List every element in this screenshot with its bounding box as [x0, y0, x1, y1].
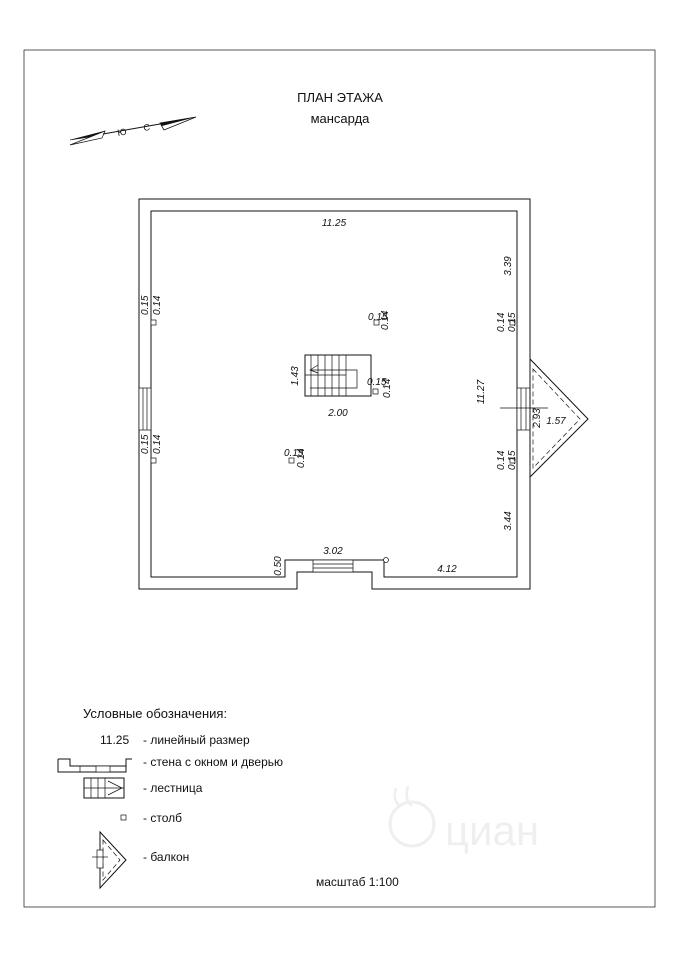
- column-right-upper: [509, 319, 516, 326]
- legend-column-symbol: [120, 814, 127, 821]
- col-label-h: 0.14: [382, 378, 393, 398]
- compass-south-letter: Ю: [117, 127, 128, 138]
- col-label-h: 0.14: [496, 312, 507, 332]
- dim-stair-height: 1.43: [290, 366, 301, 386]
- watermark: циан: [388, 785, 539, 854]
- watermark-text: циан: [445, 807, 539, 854]
- balcony-door: [516, 387, 531, 431]
- staircase: [304, 354, 372, 397]
- scale-label: масштаб 1:100: [316, 875, 399, 889]
- col-label-w: 0.15: [140, 295, 151, 315]
- compass-north-letter: С: [143, 122, 152, 133]
- column-left-lower: [150, 457, 157, 464]
- legend-heading: Условные обозначения:: [83, 706, 227, 721]
- dim-balcony-width: 2.93: [532, 408, 543, 429]
- column-labels: 0.15 0.14 0.15 0.14 0.14 0.15 0.15 0.14 …: [140, 295, 518, 470]
- building-walls: [138, 198, 531, 590]
- dim-balcony-depth: 1.57: [546, 416, 566, 427]
- columns: [150, 319, 516, 563]
- col-label-h: 0.14: [152, 434, 163, 454]
- legend-item-column: - столб: [143, 811, 182, 825]
- column-right-lower: [509, 457, 516, 464]
- dim-entrance-width: 3.02: [323, 546, 343, 557]
- col-label-h: 0.14: [296, 448, 307, 468]
- legend-item-wall: - стена с окном и дверью: [143, 755, 283, 769]
- dim-entrance-offset: 0.50: [273, 556, 284, 576]
- legend-item-stair: - лестница: [143, 781, 203, 795]
- column-center-upper: [373, 319, 380, 326]
- compass-arrow-icon: Ю С: [69, 116, 197, 146]
- plan-title: ПЛАН ЭТАЖА: [297, 90, 383, 105]
- legend: Условные обозначения: 11.25 - линейный р…: [57, 706, 283, 890]
- col-label-w: 0.15: [140, 434, 151, 454]
- col-label-w: 0.15: [507, 450, 518, 470]
- column-center-lower: [288, 457, 295, 464]
- col-label-w: 0.15: [367, 377, 387, 388]
- legend-balcony-symbol: [92, 830, 127, 890]
- sheet-border: [23, 49, 656, 908]
- entrance-door: [312, 559, 354, 573]
- dim-bottom-right: 4.12: [437, 564, 457, 575]
- column-entrance: [383, 557, 389, 563]
- col-label-h: 0.14: [380, 310, 391, 330]
- dim-center-vertical: 11.27: [476, 379, 487, 404]
- column-left-upper: [150, 319, 157, 326]
- col-label-w: 0.15: [368, 312, 388, 323]
- column-stair: [372, 388, 379, 395]
- col-label-h: 0.14: [496, 450, 507, 470]
- dim-right-lower: 3.44: [503, 511, 514, 531]
- legend-item-dimension: - линейный размер: [143, 733, 250, 747]
- dimension-labels: 11.25 3.39 3.44 11.27 1.43 2.00 3.02 0.5…: [273, 218, 566, 576]
- dim-top-wall: 11.25: [322, 218, 347, 229]
- legend-stair-symbol: [83, 777, 125, 799]
- col-label-w: 0.15: [284, 448, 304, 459]
- dim-right-upper: 3.39: [503, 256, 514, 276]
- left-window: [138, 387, 152, 431]
- col-label-h: 0.14: [152, 295, 163, 315]
- dim-stair-width: 2.00: [327, 408, 348, 419]
- legend-wall-symbol: [57, 758, 132, 773]
- legend-sample-dimension: 11.25: [100, 733, 129, 747]
- col-label-w: 0.15: [507, 312, 518, 332]
- balcony: [500, 357, 589, 479]
- plan-subtitle: мансарда: [311, 111, 371, 126]
- legend-item-balcony: - балкон: [143, 850, 189, 864]
